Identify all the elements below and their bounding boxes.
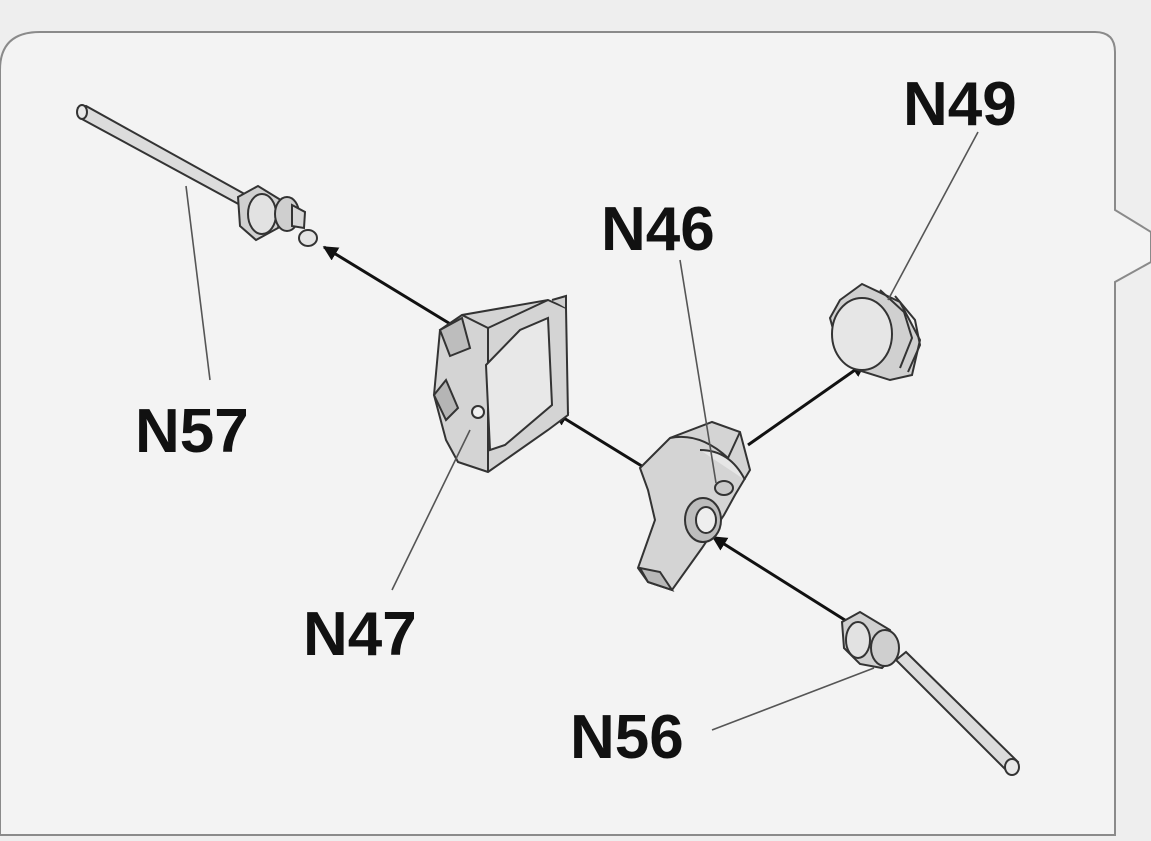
part-n49-cap bbox=[828, 282, 922, 382]
arrow-n56-to-n46 bbox=[711, 535, 849, 624]
part-n57-shaft bbox=[76, 104, 318, 247]
arrow-n47-to-n57 bbox=[322, 245, 453, 327]
arrow-n46-to-n49 bbox=[747, 361, 867, 447]
label-n57: N57 bbox=[135, 397, 249, 466]
leader-n49 bbox=[887, 131, 979, 301]
leader-lines bbox=[185, 131, 979, 731]
assembly-arrows bbox=[322, 245, 867, 624]
label-n49: N49 bbox=[903, 70, 1017, 139]
leader-n56 bbox=[711, 667, 875, 731]
part-n56-shaft bbox=[840, 610, 1020, 776]
label-n47: N47 bbox=[303, 600, 417, 669]
leader-n47 bbox=[391, 429, 471, 591]
leader-n46 bbox=[679, 259, 717, 484]
part-n47-bracket bbox=[432, 294, 570, 474]
leader-n57 bbox=[185, 185, 211, 381]
part-n46-block bbox=[636, 420, 752, 592]
label-n56: N56 bbox=[570, 703, 684, 772]
label-n46: N46 bbox=[601, 195, 715, 264]
arrow-n46-to-n47 bbox=[552, 410, 646, 470]
